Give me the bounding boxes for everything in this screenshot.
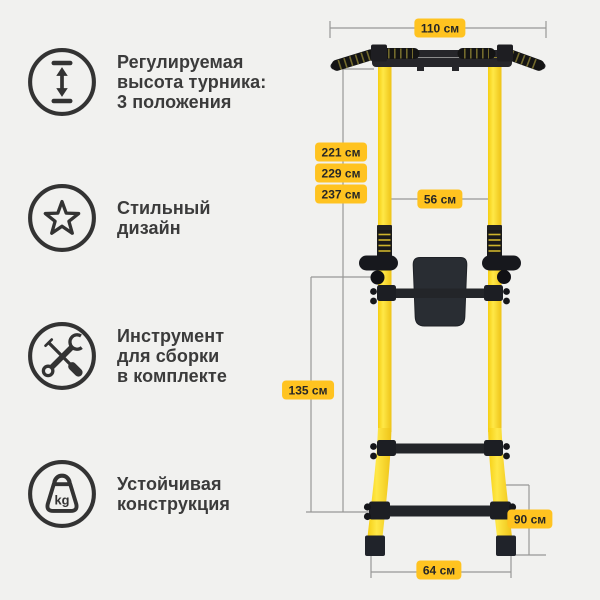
feature-adjustable-height: Регулируемая высота турника: 3 положения: [26, 46, 266, 118]
step-crossbar: [370, 440, 510, 460]
dim-bar-width-badge: 110 см: [414, 18, 466, 38]
feature-text: Устойчивая конструкция: [117, 474, 230, 514]
dim-base-height-badge: 90 см: [507, 509, 553, 529]
feature-stylish-design: Стильный дизайн: [26, 182, 211, 254]
dip-handles: [359, 225, 521, 285]
base: [363, 501, 517, 556]
feature-tools-included: Инструмент для сборки в комплекте: [26, 320, 227, 392]
feature-stable-construction: kg Устойчивая конструкция: [26, 458, 230, 530]
mid-crossbar: [370, 285, 510, 305]
dim-height-2-badge: 229 см: [315, 163, 367, 183]
height-adjust-icon: [28, 48, 96, 116]
dim-height-3-badge: 237 см: [315, 184, 367, 204]
star-icon: [28, 184, 96, 252]
feature-text: Стильный дизайн: [117, 198, 211, 238]
feature-text: Инструмент для сборки в комплекте: [117, 326, 227, 386]
dim-bar-depth-badge: 56 см: [417, 189, 463, 209]
dim-base-width-badge: 64 см: [416, 560, 462, 580]
kg-label: kg: [55, 492, 70, 507]
feature-text: Регулируемая высота турника: 3 положения: [117, 52, 267, 112]
dim-handle-height-badge: 135 см: [282, 380, 334, 400]
tools-icon: [28, 322, 96, 390]
dim-height-1-badge: 221 см: [315, 142, 367, 162]
pull-up-bar: [330, 44, 546, 71]
weight-icon: kg: [28, 460, 96, 528]
